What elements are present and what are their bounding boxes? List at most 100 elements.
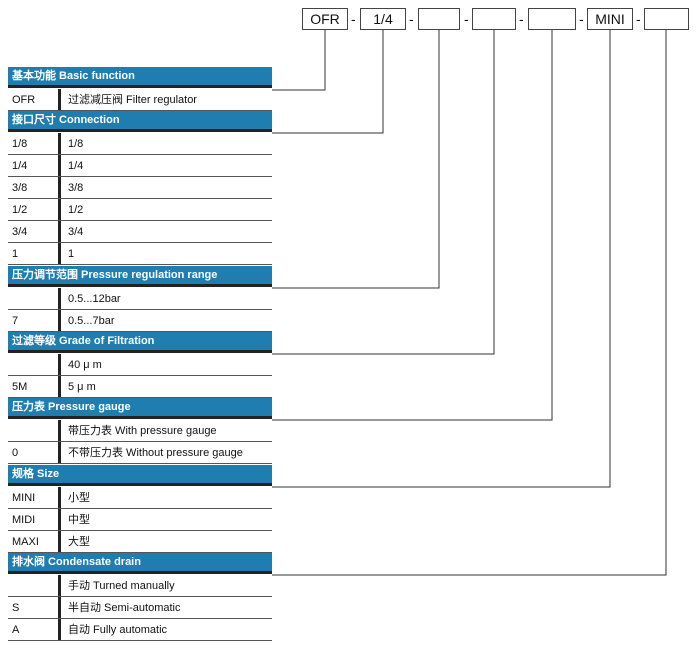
- section-header: 规格 Size: [8, 465, 272, 483]
- option-description: 不带压力表 Without pressure gauge: [68, 447, 243, 459]
- section-header-underline: [8, 129, 272, 132]
- option-row: MAXI 大型: [8, 531, 272, 553]
- connector-line: [272, 30, 326, 91]
- connector-line: [272, 30, 553, 421]
- option-row: 1/8 1/8: [8, 133, 272, 155]
- option-code: 1/4: [12, 160, 28, 172]
- order-code-row: OFR - 1/4 - - - - MINI -: [0, 0, 700, 40]
- row-divider: [58, 509, 61, 530]
- section-header-underline: [8, 483, 272, 486]
- row-divider: [58, 619, 61, 640]
- connector-line: [272, 30, 495, 355]
- option-code: 0: [12, 447, 19, 459]
- option-code: 3/8: [12, 182, 28, 194]
- code-separator: -: [519, 11, 524, 27]
- section-header: 接口尺寸 Connection: [8, 111, 272, 129]
- row-divider: [58, 89, 61, 110]
- code-box-connection: 1/4: [360, 8, 406, 30]
- option-description: 5 μ m: [68, 381, 96, 393]
- option-row: MINI 小型: [8, 487, 272, 509]
- option-row: 1/2 1/2: [8, 199, 272, 221]
- option-row: A 自动 Fully automatic: [8, 619, 272, 641]
- option-description: 1/2: [68, 204, 84, 216]
- option-code: MAXI: [12, 536, 39, 548]
- option-description: 大型: [68, 536, 90, 548]
- row-divider: [58, 243, 61, 264]
- option-code: 1: [12, 248, 19, 260]
- option-description: 1: [68, 248, 75, 260]
- option-description: 1/8: [68, 138, 84, 150]
- option-description: 手动 Turned manually: [68, 580, 175, 592]
- row-divider: [58, 133, 61, 154]
- code-box-filtration: [472, 8, 516, 30]
- section-header-underline: [8, 284, 272, 287]
- option-row: S 半自动 Semi-automatic: [8, 597, 272, 619]
- code-separator: -: [464, 11, 469, 27]
- code-box-pressure-range: [418, 8, 460, 30]
- option-row: 5M 5 μ m: [8, 376, 272, 398]
- option-code: 1/2: [12, 204, 28, 216]
- option-row: 7 0.5...7bar: [8, 310, 272, 332]
- connector-line: [272, 30, 667, 576]
- code-separator: -: [579, 11, 584, 27]
- section-header-underline: [8, 350, 272, 353]
- option-row: 40 μ m: [8, 354, 272, 376]
- option-row: 0.5...12bar: [8, 288, 272, 310]
- option-description: 3/4: [68, 226, 84, 238]
- section-header: 排水阀 Condensate drain: [8, 553, 272, 571]
- row-divider: [58, 420, 61, 441]
- option-code: 3/4: [12, 226, 28, 238]
- code-box-drain: [644, 8, 689, 30]
- section-header: 过滤等级 Grade of Filtration: [8, 332, 272, 350]
- option-code: OFR: [12, 94, 36, 106]
- option-row: 3/4 3/4: [8, 221, 272, 243]
- section-header: 压力调节范围 Pressure regulation range: [8, 266, 272, 284]
- row-divider: [58, 376, 61, 397]
- row-divider: [58, 354, 61, 375]
- code-separator: -: [351, 11, 356, 27]
- connector-line: [272, 30, 440, 289]
- option-description: 半自动 Semi-automatic: [68, 602, 181, 614]
- option-row: OFR 过滤减压阀 Filter regulator: [8, 89, 272, 111]
- option-row: 手动 Turned manually: [8, 575, 272, 597]
- code-box-size: MINI: [587, 8, 633, 30]
- connector-line: [272, 30, 611, 488]
- option-description: 小型: [68, 492, 90, 504]
- option-row: 带压力表 With pressure gauge: [8, 420, 272, 442]
- row-divider: [58, 310, 61, 331]
- section-header-underline: [8, 416, 272, 419]
- option-code: 7: [12, 315, 19, 327]
- option-description: 自动 Fully automatic: [68, 624, 168, 636]
- option-code: 1/8: [12, 138, 28, 150]
- option-description: 中型: [68, 514, 90, 526]
- option-row: 0 不带压力表 Without pressure gauge: [8, 442, 272, 464]
- option-code: S: [12, 602, 20, 614]
- row-divider: [58, 597, 61, 618]
- code-box-gauge: [528, 8, 576, 30]
- option-description: 3/8: [68, 182, 84, 194]
- option-description: 过滤减压阀 Filter regulator: [68, 94, 197, 106]
- option-description: 40 μ m: [68, 359, 102, 371]
- row-divider: [58, 487, 61, 508]
- option-code: 5M: [12, 381, 28, 393]
- section-header: 基本功能 Basic function: [8, 67, 272, 85]
- code-separator: -: [409, 11, 414, 27]
- section-header: 压力表 Pressure gauge: [8, 398, 272, 416]
- row-divider: [58, 442, 61, 463]
- row-divider: [58, 531, 61, 552]
- option-description: 0.5...7bar: [68, 315, 115, 327]
- code-box-function: OFR: [302, 8, 348, 30]
- connector-line: [272, 30, 384, 134]
- option-code: MINI: [12, 492, 36, 504]
- option-description: 0.5...12bar: [68, 293, 121, 305]
- row-divider: [58, 575, 61, 596]
- row-divider: [58, 177, 61, 198]
- option-code: A: [12, 624, 20, 636]
- row-divider: [58, 155, 61, 176]
- section-header-underline: [8, 85, 272, 88]
- code-separator: -: [636, 11, 641, 27]
